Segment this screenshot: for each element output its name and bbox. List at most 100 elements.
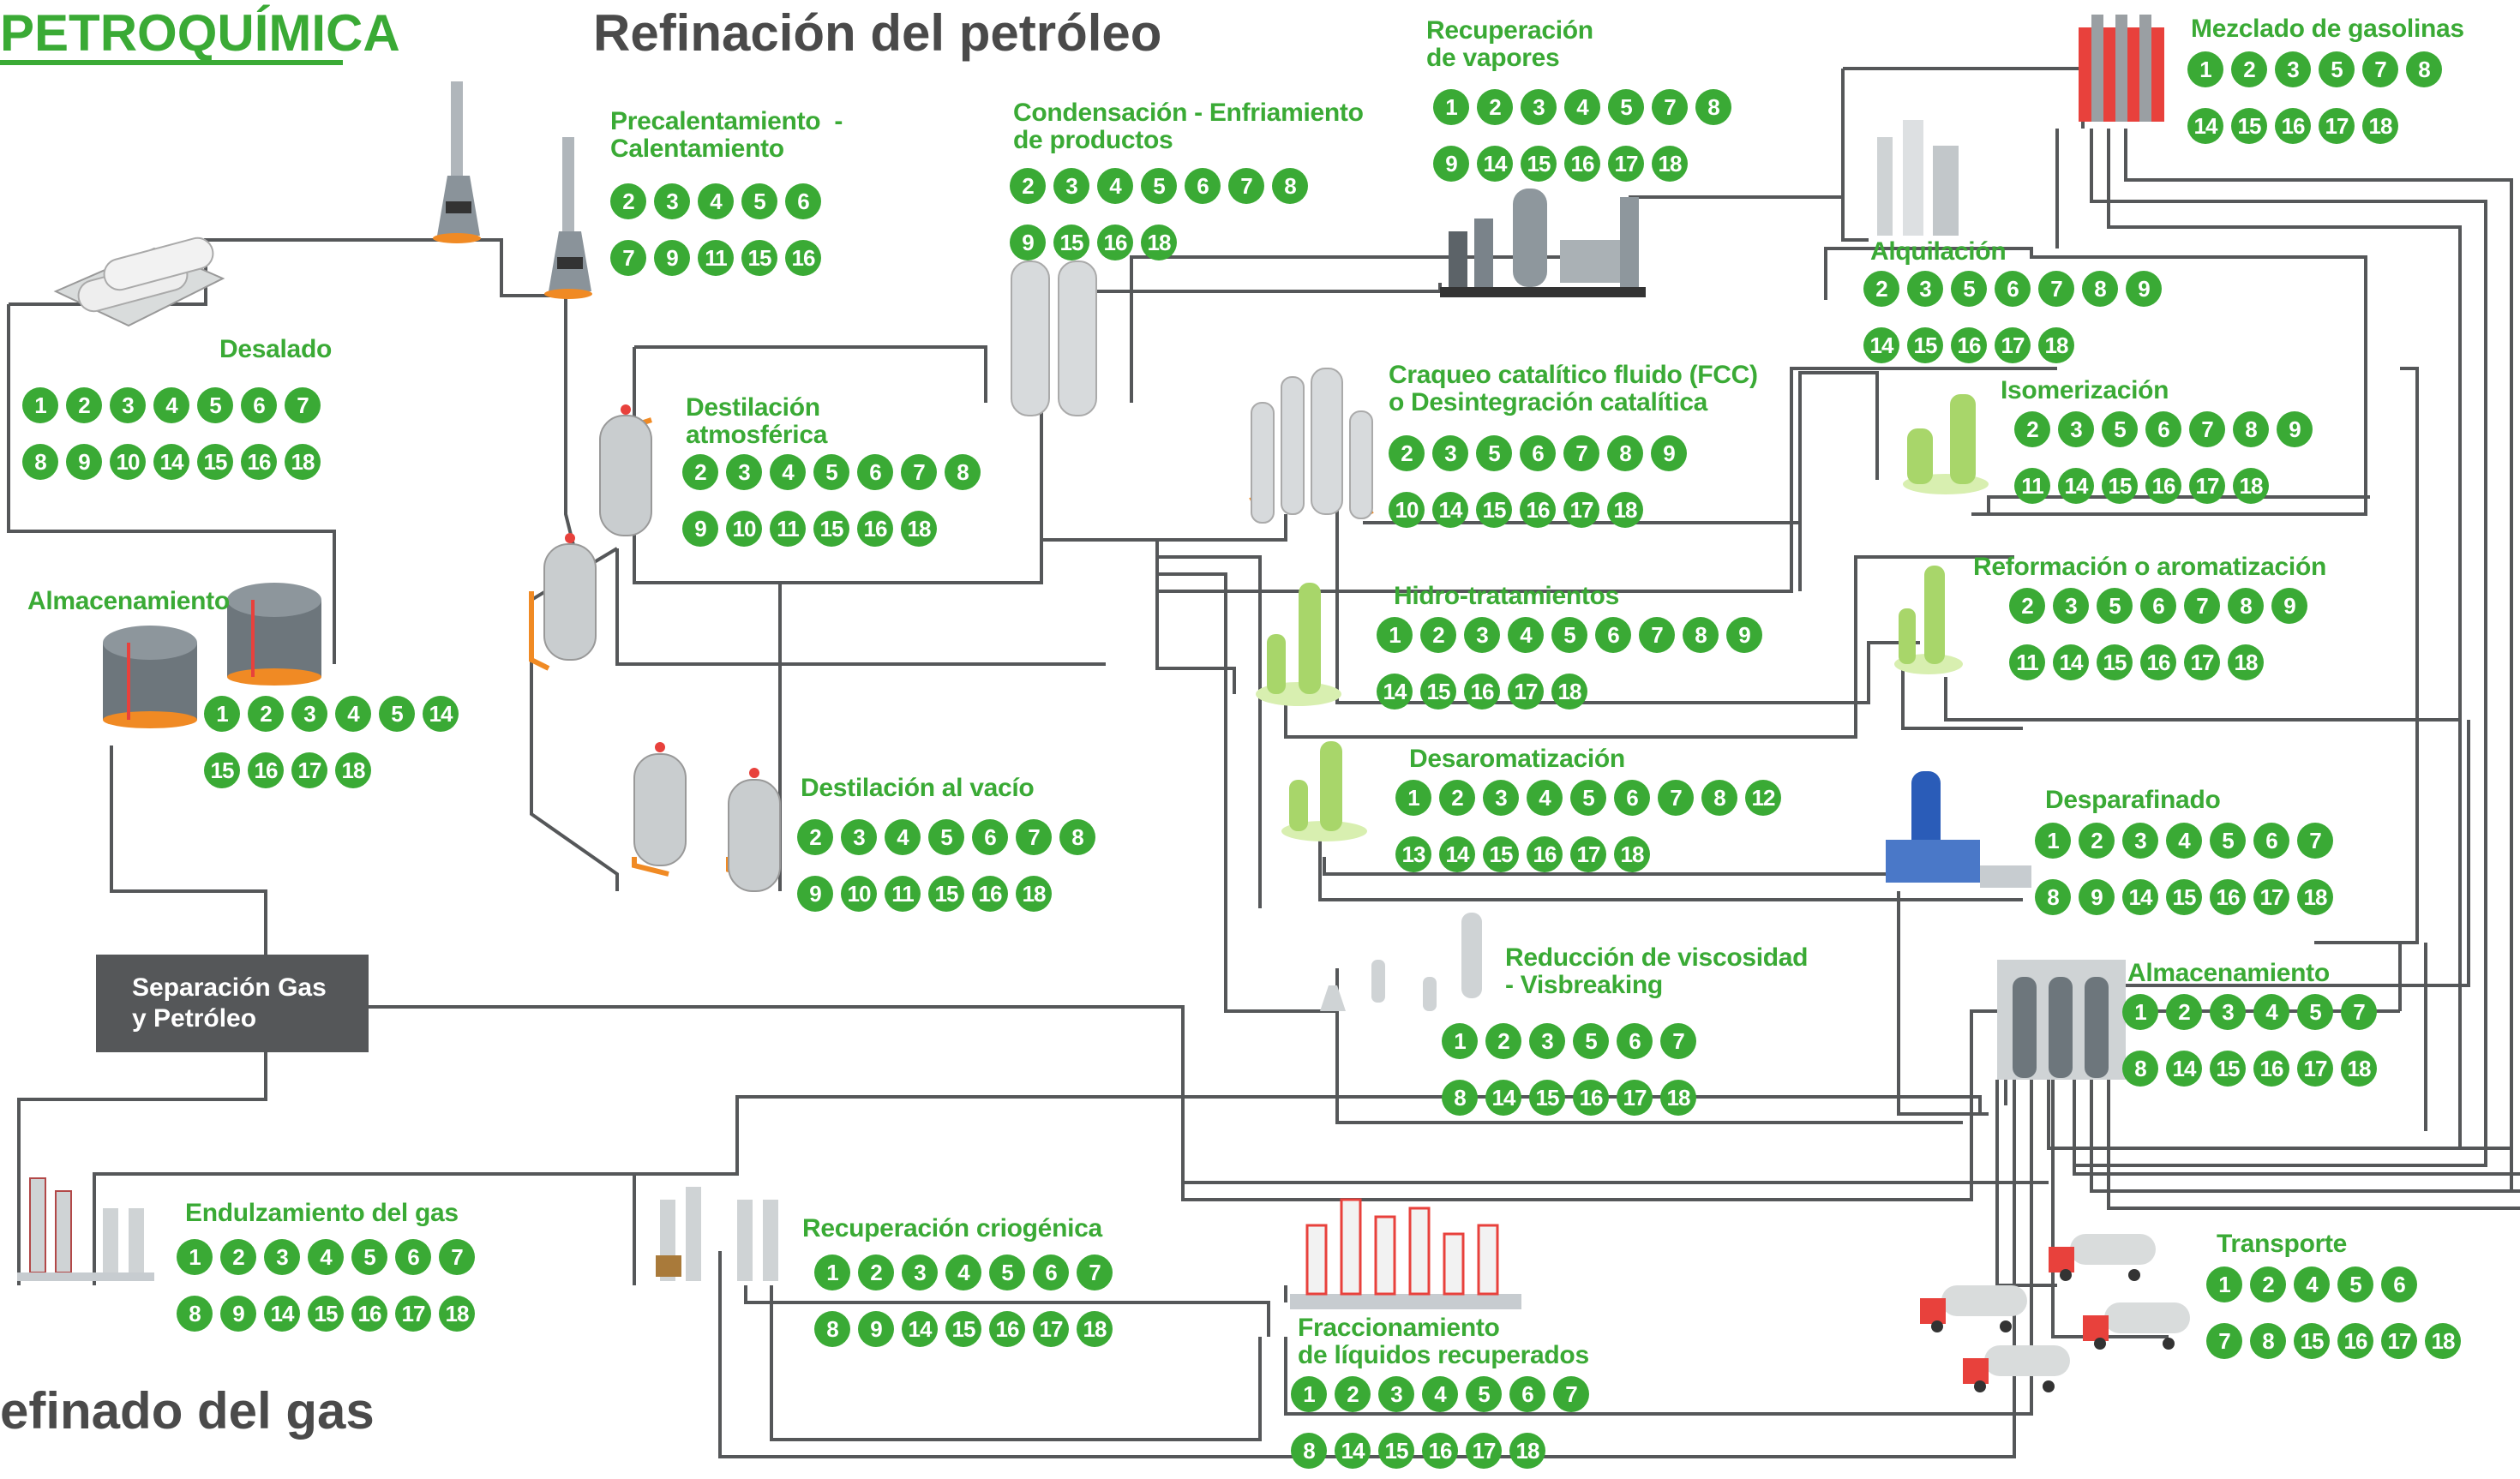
number-badge: 7 (1016, 819, 1052, 855)
number-badge: 7 (1228, 168, 1264, 204)
number-badge: 15 (1420, 674, 1456, 710)
number-badge: 18 (1077, 1311, 1113, 1347)
number-badge: 6 (1995, 271, 2031, 307)
number-badge: 4 (1508, 617, 1544, 653)
number-badge: 3 (654, 183, 690, 219)
number-badge: 2 (1863, 271, 1899, 307)
number-badge: 16 (1422, 1433, 1458, 1469)
number-badge: 16 (972, 876, 1008, 912)
number-badge: 2 (2009, 588, 2045, 624)
process-title-almacenamiento-right: Almacenamiento (2127, 959, 2330, 987)
number-badge: 2 (220, 1239, 256, 1275)
number-badge: 18 (335, 752, 371, 788)
number-badge: 7 (2038, 271, 2074, 307)
process-title-condensacion: Condensación - Enfriamiento de productos (1013, 99, 1364, 154)
number-badge: 1 (1291, 1376, 1327, 1412)
vacuum-columns-icon (633, 742, 781, 892)
number-badge: 7 (1563, 435, 1599, 471)
process-title-reformacion: Reformación o aromatización (1973, 553, 2326, 581)
number-badge: 14 (2122, 879, 2158, 915)
number-badge: 14 (1335, 1433, 1371, 1469)
number-badge: 15 (1907, 327, 1943, 363)
number-badge: 16 (1951, 327, 1987, 363)
number-badge: 7 (1077, 1254, 1113, 1290)
number-badge: 2 (797, 819, 833, 855)
number-badge: 16 (1527, 836, 1563, 872)
number-badge: 15 (2097, 644, 2133, 680)
number-badge: 7 (1658, 780, 1694, 816)
number-badge: 15 (1476, 492, 1512, 528)
number-badge: 17 (2381, 1323, 2417, 1359)
number-badge: 9 (2126, 271, 2162, 307)
number-badge: 4 (153, 387, 189, 423)
number-badge: 8 (2082, 271, 2118, 307)
number-badge: 15 (813, 511, 849, 547)
number-badge: 2 (2014, 411, 2050, 447)
number-badge: 17 (1563, 492, 1599, 528)
number-badge: 6 (1520, 435, 1556, 471)
number-badge: 9 (220, 1296, 256, 1332)
number-badge: 2 (1010, 168, 1046, 204)
number-badge: 3 (726, 454, 762, 490)
condensation-towers-icon (1011, 260, 1097, 416)
process-title-recuperacion-vapores: Recuperación de vapores (1426, 16, 1593, 72)
number-badge: 6 (2140, 588, 2176, 624)
stack-icon (433, 81, 481, 243)
number-badge: 8 (2228, 588, 2264, 624)
number-badge: 2 (1335, 1376, 1371, 1412)
process-title-almacenamiento-left: Almacenamiento (27, 587, 230, 615)
number-badge: 5 (989, 1254, 1025, 1290)
number-badge: 15 (741, 240, 777, 276)
number-badge: 4 (1564, 89, 1600, 125)
number-badge: 16 (989, 1311, 1025, 1347)
number-badge: 18 (2233, 468, 2269, 504)
number-badge: 3 (291, 696, 327, 732)
number-badge: 5 (1141, 168, 1177, 204)
number-badge: 3 (1529, 1023, 1565, 1059)
number-badge: 5 (2337, 1266, 2373, 1302)
number-badge: 17 (2189, 468, 2225, 504)
number-badge: 16 (2337, 1323, 2373, 1359)
number-badge: 7 (2206, 1323, 2242, 1359)
heading-underline (0, 60, 343, 65)
number-badge: 5 (379, 696, 415, 732)
stack-icon (544, 137, 592, 299)
number-badge: 4 (698, 183, 734, 219)
number-badge: 8 (1695, 89, 1731, 125)
number-badge: 16 (351, 1296, 387, 1332)
number-badge: 7 (2362, 51, 2398, 87)
number-badge: 8 (2122, 1051, 2158, 1087)
number-badge: 3 (1053, 168, 1089, 204)
number-badge: 8 (22, 444, 58, 480)
number-badge: 5 (1570, 780, 1606, 816)
number-badge: 3 (1464, 617, 1500, 653)
number-badge: 8 (2035, 879, 2071, 915)
number-badge: 15 (2210, 1051, 2246, 1087)
number-badge: 11 (770, 511, 806, 547)
number-badge: 18 (1660, 1080, 1696, 1116)
number-badge: 5 (1476, 435, 1512, 471)
process-title-transporte: Transporte (2217, 1230, 2348, 1258)
number-badge: 15 (1053, 225, 1089, 260)
number-badge: 9 (858, 1311, 894, 1347)
number-badge: 8 (1272, 168, 1308, 204)
number-badge: 14 (2166, 1051, 2202, 1087)
number-badge: 17 (291, 752, 327, 788)
number-badge: 5 (2210, 823, 2246, 859)
number-badge: 1 (1433, 89, 1469, 125)
number-badge: 14 (902, 1311, 938, 1347)
number-badge: 1 (1395, 780, 1431, 816)
number-badge: 7 (1652, 89, 1688, 125)
number-badge: 18 (1652, 146, 1688, 182)
number-badge: 16 (1464, 674, 1500, 710)
number-badge: 18 (439, 1296, 475, 1332)
number-badge: 16 (1097, 225, 1133, 260)
cryogenic-recovery-unit-icon (656, 1187, 778, 1281)
number-badge: 17 (1508, 674, 1544, 710)
